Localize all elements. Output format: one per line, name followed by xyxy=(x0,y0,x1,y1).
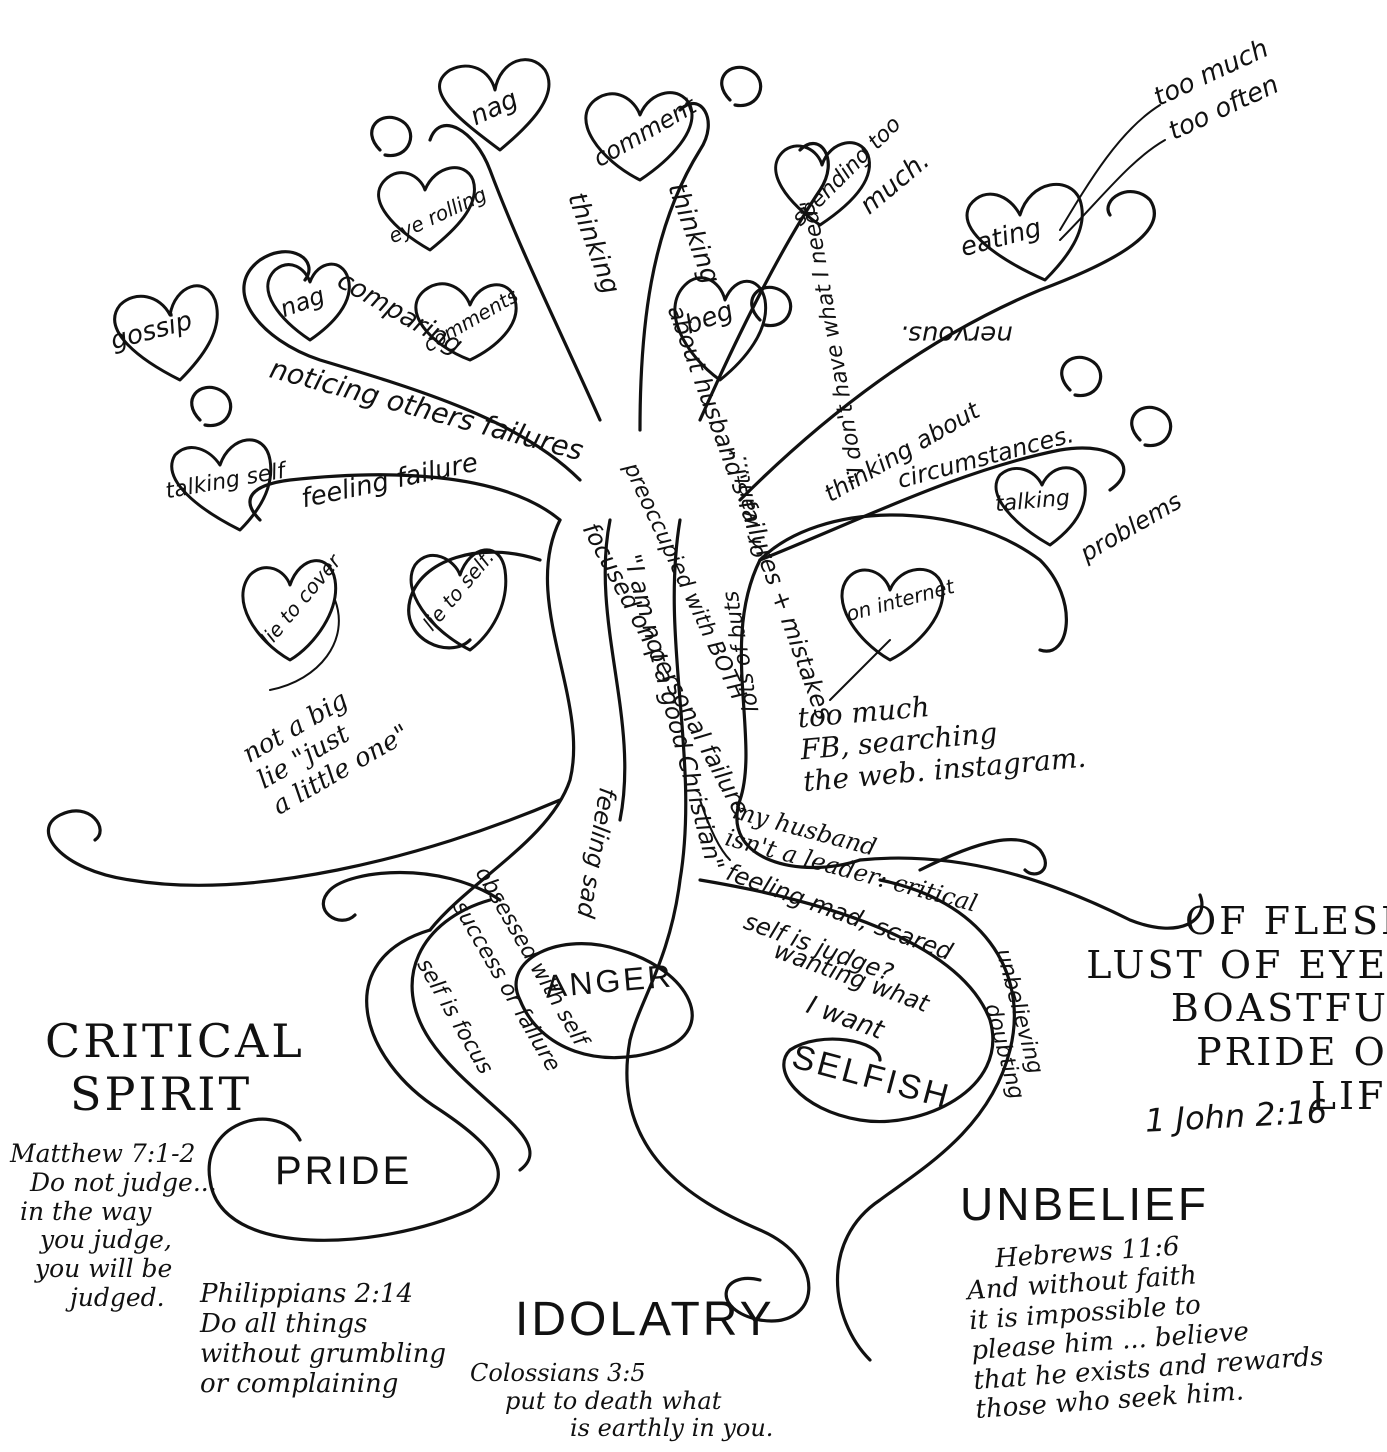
verse-philippians: Philippians 2:14 Do all things without g… xyxy=(200,1280,446,1400)
branch-label-nervous: nervous. xyxy=(900,320,1013,347)
label-lust: OF FLESH LUST OF EYES BOASTFUL PRIDE OF … xyxy=(1075,900,1387,1118)
arrow-too-often xyxy=(1060,140,1165,240)
swirl xyxy=(372,117,411,155)
root-label-pride: PRIDE xyxy=(275,1150,412,1192)
arrow-too-much-fb xyxy=(830,640,890,700)
swirl xyxy=(1132,407,1171,445)
branch-left-upper xyxy=(430,126,600,420)
arrow-too-much xyxy=(1060,105,1160,230)
verse-hebrews: Hebrews 11:6 And without faith it is imp… xyxy=(964,1223,1326,1426)
swirl xyxy=(722,67,761,105)
label-idolatry: IDOLATRY xyxy=(515,1295,775,1345)
verse-colossians: Colossians 3:5 put to death what is eart… xyxy=(470,1360,773,1443)
swirl xyxy=(192,387,231,425)
swirl xyxy=(1062,357,1101,395)
verse-matthew: Matthew 7:1-2 Do not judge... in the way… xyxy=(10,1140,217,1313)
swirl xyxy=(752,287,791,325)
label-unbelief: UNBELIEF xyxy=(960,1180,1209,1228)
label-critical-spirit: CRITICAL SPIRIT xyxy=(45,1015,305,1121)
root-idolatry xyxy=(627,1040,809,1321)
